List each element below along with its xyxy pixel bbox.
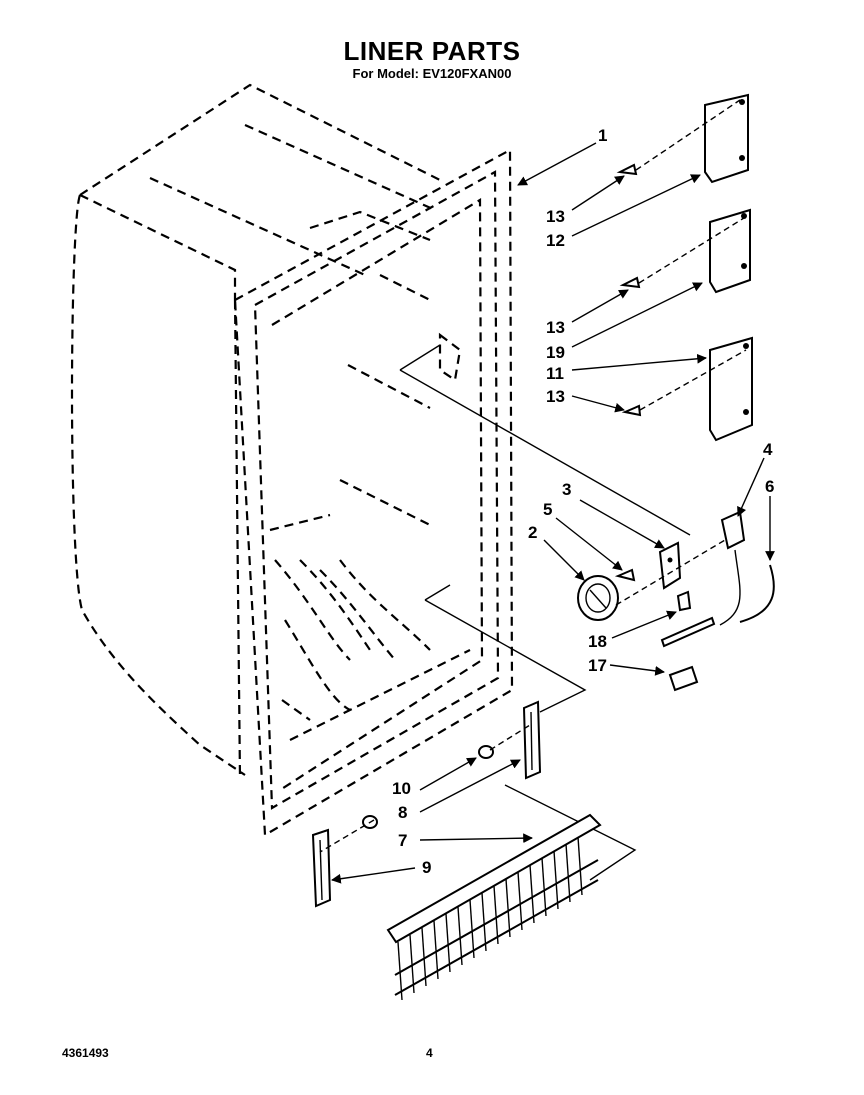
document-number: 4361493 [62, 1046, 109, 1060]
callout-9: 9 [422, 858, 431, 877]
callout-5: 5 [543, 500, 552, 519]
basket-support-8 [522, 700, 542, 780]
callout-17: 17 [588, 656, 607, 675]
model-subtitle: For Model: EV120FXAN00 [352, 66, 512, 81]
screw-10-left [319, 815, 378, 853]
thermostat-bracket-3 [615, 539, 726, 606]
control-knob-2 [577, 575, 619, 621]
callout-10: 10 [392, 779, 411, 798]
cabinet-outline [70, 83, 514, 837]
callout-3: 3 [562, 480, 571, 499]
screw-13-middle [619, 217, 745, 289]
screw-5 [614, 568, 636, 582]
door-retainer-19 [709, 208, 751, 294]
bracket-plate [660, 616, 716, 648]
switch-4 [719, 510, 746, 626]
callout-12: 12 [546, 231, 565, 250]
page-number: 4 [426, 1046, 433, 1060]
page-title: LINER PARTS [343, 36, 521, 66]
callout-13-top: 13 [546, 207, 565, 226]
callout-7: 7 [398, 831, 407, 850]
clip-17 [668, 665, 699, 692]
wire-6 [739, 564, 775, 623]
callout-6: 6 [765, 477, 774, 496]
wire-basket-7 [386, 813, 602, 1001]
basket-support-9 [311, 828, 332, 908]
callout-leaders [331, 142, 775, 884]
assembly-lines [399, 344, 691, 881]
callout-4: 4 [763, 440, 773, 459]
callout-13-bottom: 13 [546, 387, 565, 406]
screw-18 [676, 590, 692, 612]
callout-11: 11 [546, 364, 564, 383]
callout-1: 1 [598, 126, 607, 145]
callout-labels: 1 13 12 13 19 11 13 4 6 3 5 2 18 17 10 8… [392, 126, 774, 877]
door-retainer-11 [709, 336, 753, 442]
callout-13-middle: 13 [546, 318, 565, 337]
door-retainer-12 [704, 93, 749, 184]
screw-13-top [616, 99, 741, 176]
screw-13-bottom [621, 349, 747, 417]
callout-8: 8 [398, 803, 407, 822]
callout-18: 18 [588, 632, 607, 651]
callout-2: 2 [528, 523, 537, 542]
callout-19: 19 [546, 343, 565, 362]
screw-10-right [478, 724, 531, 759]
